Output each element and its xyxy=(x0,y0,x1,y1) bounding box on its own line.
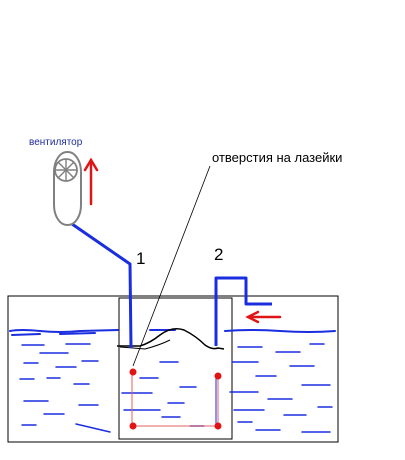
hole xyxy=(214,372,222,380)
water-dashes xyxy=(19,343,333,433)
holes-leader-line xyxy=(132,165,211,367)
hole xyxy=(214,422,222,430)
inner-box xyxy=(118,297,233,440)
water-surface xyxy=(9,329,336,336)
fan-label: вентилятор xyxy=(29,137,83,148)
soil-line xyxy=(117,328,225,350)
pipe-1-label: 1 xyxy=(136,249,146,268)
airflow-arrow-up xyxy=(83,157,99,206)
fan-icon xyxy=(53,151,82,226)
pipe-2-label: 2 xyxy=(214,245,224,264)
pipe-1 xyxy=(71,222,133,349)
hole xyxy=(129,368,137,376)
pipe-2 xyxy=(214,276,272,346)
holes-label: отверстия на лазейки xyxy=(212,150,343,165)
holes xyxy=(129,368,222,430)
soil-line-2 xyxy=(119,339,171,350)
hole xyxy=(129,422,137,430)
airflow-arrow-left xyxy=(245,310,282,324)
inner-tube xyxy=(131,372,219,427)
tank-outline xyxy=(7,295,339,443)
